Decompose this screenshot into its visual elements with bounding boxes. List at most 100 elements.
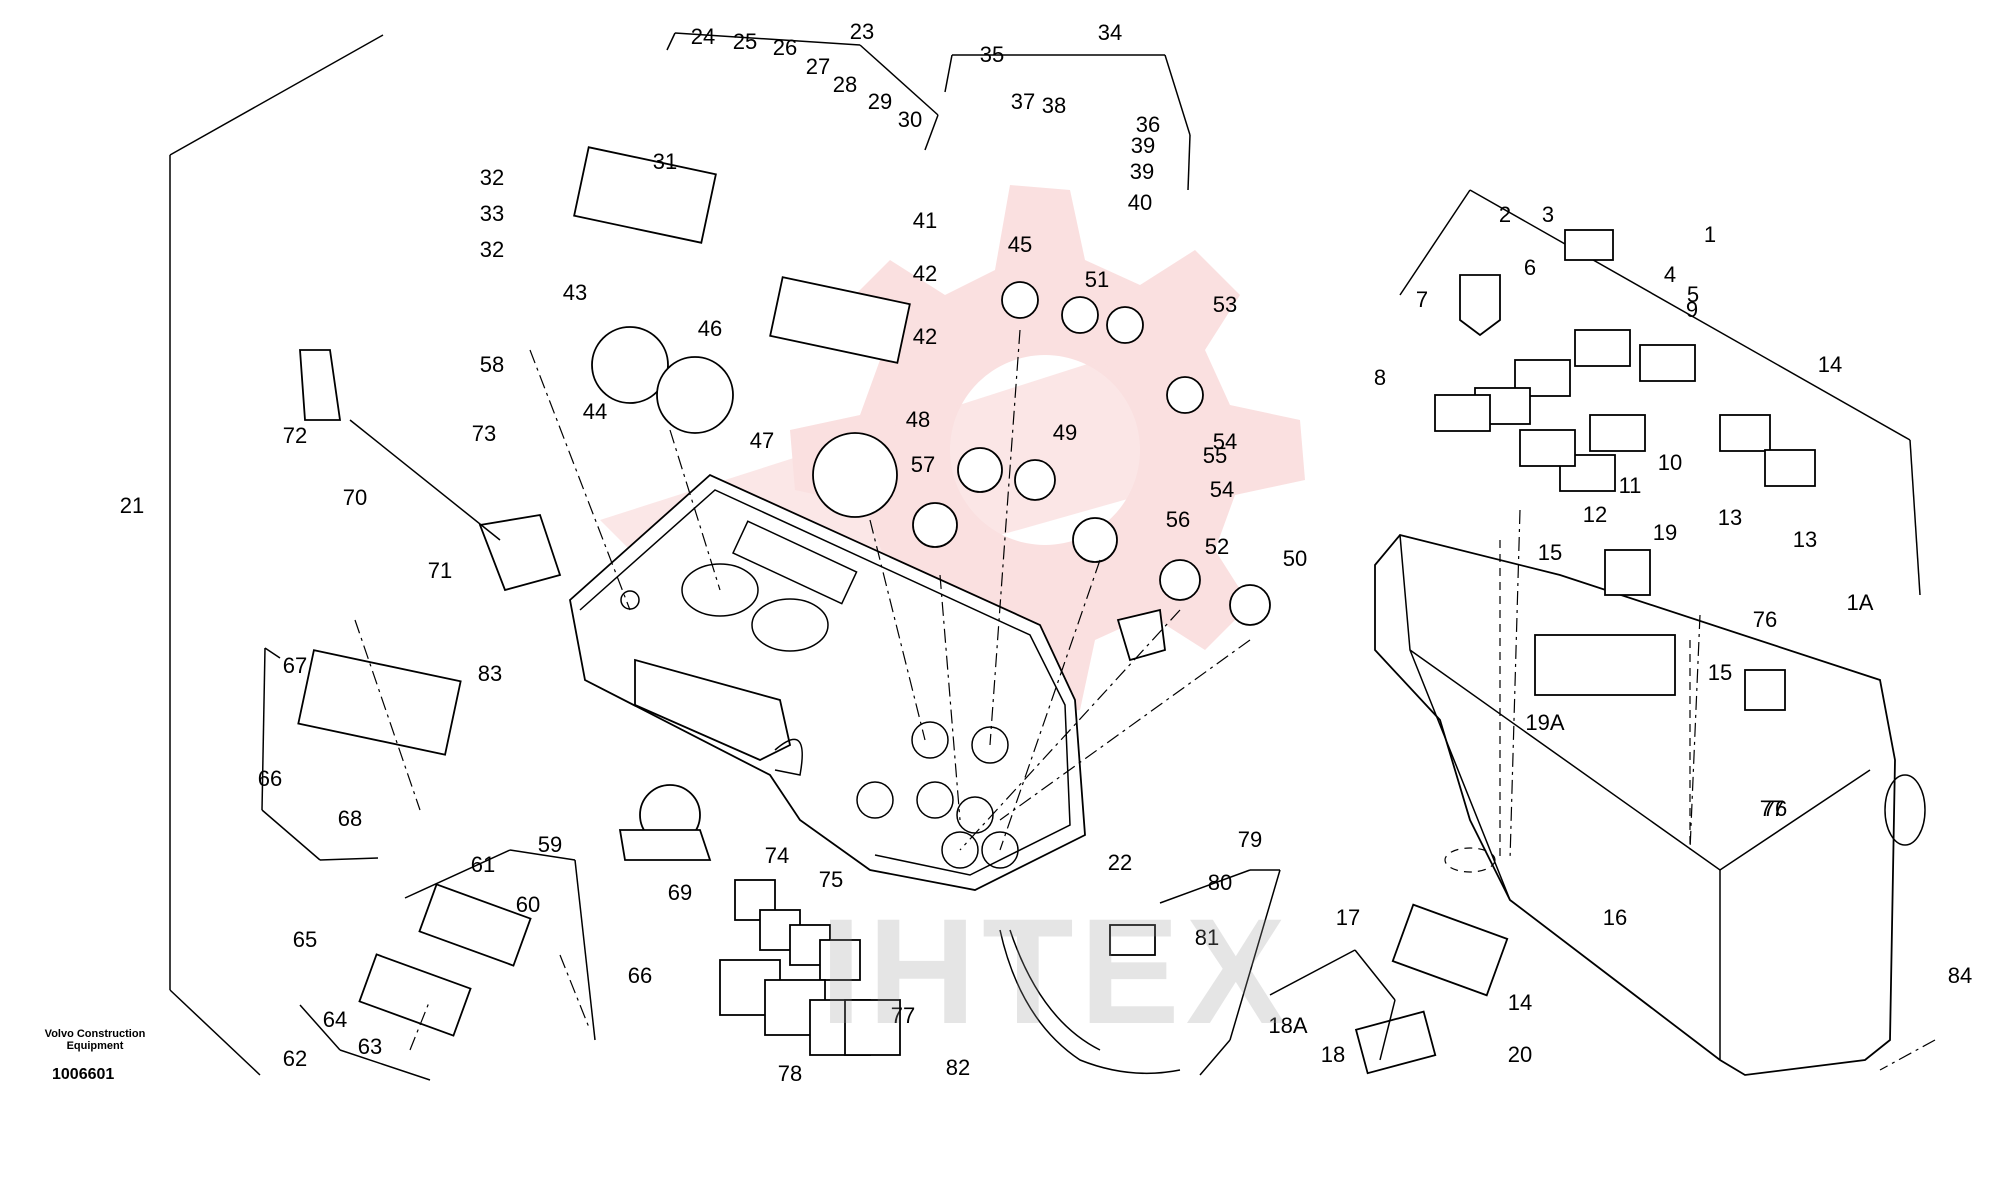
part-label: 60	[516, 892, 540, 917]
part-label: 62	[283, 1046, 307, 1071]
part-label: 16	[1603, 905, 1627, 930]
part-label: 10	[1658, 450, 1682, 475]
part-label: 45	[1008, 232, 1032, 257]
part-label: 34	[1098, 20, 1122, 45]
group-34-bracket	[944, 54, 1191, 191]
part-label: 50	[1283, 546, 1307, 571]
part-label: 71	[428, 558, 452, 583]
cabinet-box	[1374, 533, 1926, 1076]
part-label: 66	[258, 766, 282, 791]
lower-brackets	[261, 647, 1396, 1081]
part-label: 47	[750, 428, 774, 453]
part-label: 27	[806, 54, 830, 79]
part-label: 19	[1653, 520, 1677, 545]
part-label: 37	[1011, 89, 1035, 114]
part-label: 7	[1416, 287, 1428, 312]
part-label: 13	[1793, 527, 1817, 552]
part-label: 75	[819, 867, 843, 892]
part-label: 35	[980, 42, 1004, 67]
group-21-bracket	[169, 34, 384, 1076]
drawing-id: 1006601	[52, 1066, 115, 1083]
part-label: 36	[1136, 112, 1160, 137]
part-label: 74	[765, 843, 789, 868]
part-label: 21	[120, 493, 144, 518]
part-label: 1A	[1847, 590, 1874, 615]
part-label: 44	[583, 399, 607, 424]
part-label: 13	[1718, 505, 1742, 530]
part-label: 32	[480, 237, 504, 262]
leader-lines	[354, 329, 1936, 1071]
part-label: 73	[472, 421, 496, 446]
part-label: 48	[906, 407, 930, 432]
part-label: 12	[1583, 502, 1607, 527]
part-label: 3	[1542, 202, 1554, 227]
part-label: 33	[480, 201, 504, 226]
part-label: 29	[868, 89, 892, 114]
part-label: 1	[1704, 222, 1716, 247]
part-label: 54	[1210, 477, 1234, 502]
part-label: 57	[911, 452, 935, 477]
part-label: 52	[1205, 534, 1229, 559]
part-label: 80	[1208, 870, 1232, 895]
group-23-bracket	[666, 32, 939, 151]
part-label: 24	[691, 24, 715, 49]
part-label: 79	[1238, 827, 1262, 852]
part-label: 82	[946, 1055, 970, 1080]
part-label: 77	[891, 1003, 915, 1028]
relay-modules	[1434, 229, 1816, 711]
company-name: Volvo Construction Equipment	[44, 1028, 146, 1052]
part-label: 67	[283, 653, 307, 678]
part-label: 76	[1763, 796, 1787, 821]
part-label: 81	[1195, 925, 1219, 950]
part-label: 4	[1664, 262, 1676, 287]
part-label: 46	[698, 316, 722, 341]
part-label: 61	[471, 852, 495, 877]
part-label: 18	[1321, 1042, 1345, 1067]
part-label: 15	[1538, 540, 1562, 565]
part-label: 64	[323, 1007, 347, 1032]
part-label: 30	[898, 107, 922, 132]
part-label: 55	[1203, 443, 1227, 468]
part-label: 14	[1818, 352, 1842, 377]
part-label: 65	[293, 927, 317, 952]
part-label: 41	[913, 208, 937, 233]
part-label: 83	[478, 661, 502, 686]
part-label: 15	[1708, 660, 1732, 685]
part-label: 69	[668, 880, 692, 905]
part-label: 19A	[1525, 710, 1564, 735]
part-label: 70	[343, 485, 367, 510]
part-label: 32	[480, 165, 504, 190]
part-label: 9	[1686, 297, 1698, 322]
part-label: 63	[358, 1034, 382, 1059]
part-label: 49	[1053, 420, 1077, 445]
part-label: 84	[1948, 963, 1972, 988]
part-label: 76	[1753, 607, 1777, 632]
part-label: 56	[1166, 507, 1190, 532]
part-label: 14	[1508, 990, 1532, 1015]
part-label: 31	[653, 149, 677, 174]
part-label: 26	[773, 35, 797, 60]
part-label: 54	[1213, 429, 1237, 454]
part-label: 18A	[1268, 1013, 1307, 1038]
group-1-bracket	[1399, 189, 1921, 596]
part-label: 58	[480, 352, 504, 377]
part-label: 39	[1131, 133, 1155, 158]
part-label: 53	[1213, 292, 1237, 317]
part-label: 23	[850, 19, 874, 44]
part-label: 68	[338, 806, 362, 831]
part-label: 42	[913, 324, 937, 349]
part-label: 2	[1499, 202, 1511, 227]
relay-block	[719, 879, 1181, 1075]
dashboard-panel	[569, 473, 1086, 891]
part-label: 20	[1508, 1042, 1532, 1067]
watermark-text: IHTEX	[820, 887, 1292, 1055]
part-label: 66	[628, 963, 652, 988]
part-label: 5	[1687, 282, 1699, 307]
part-label: 72	[283, 423, 307, 448]
part-label: 78	[778, 1061, 802, 1086]
switches-gauges	[297, 146, 1509, 1075]
part-label: 28	[833, 72, 857, 97]
part-label: 77	[1760, 796, 1784, 821]
